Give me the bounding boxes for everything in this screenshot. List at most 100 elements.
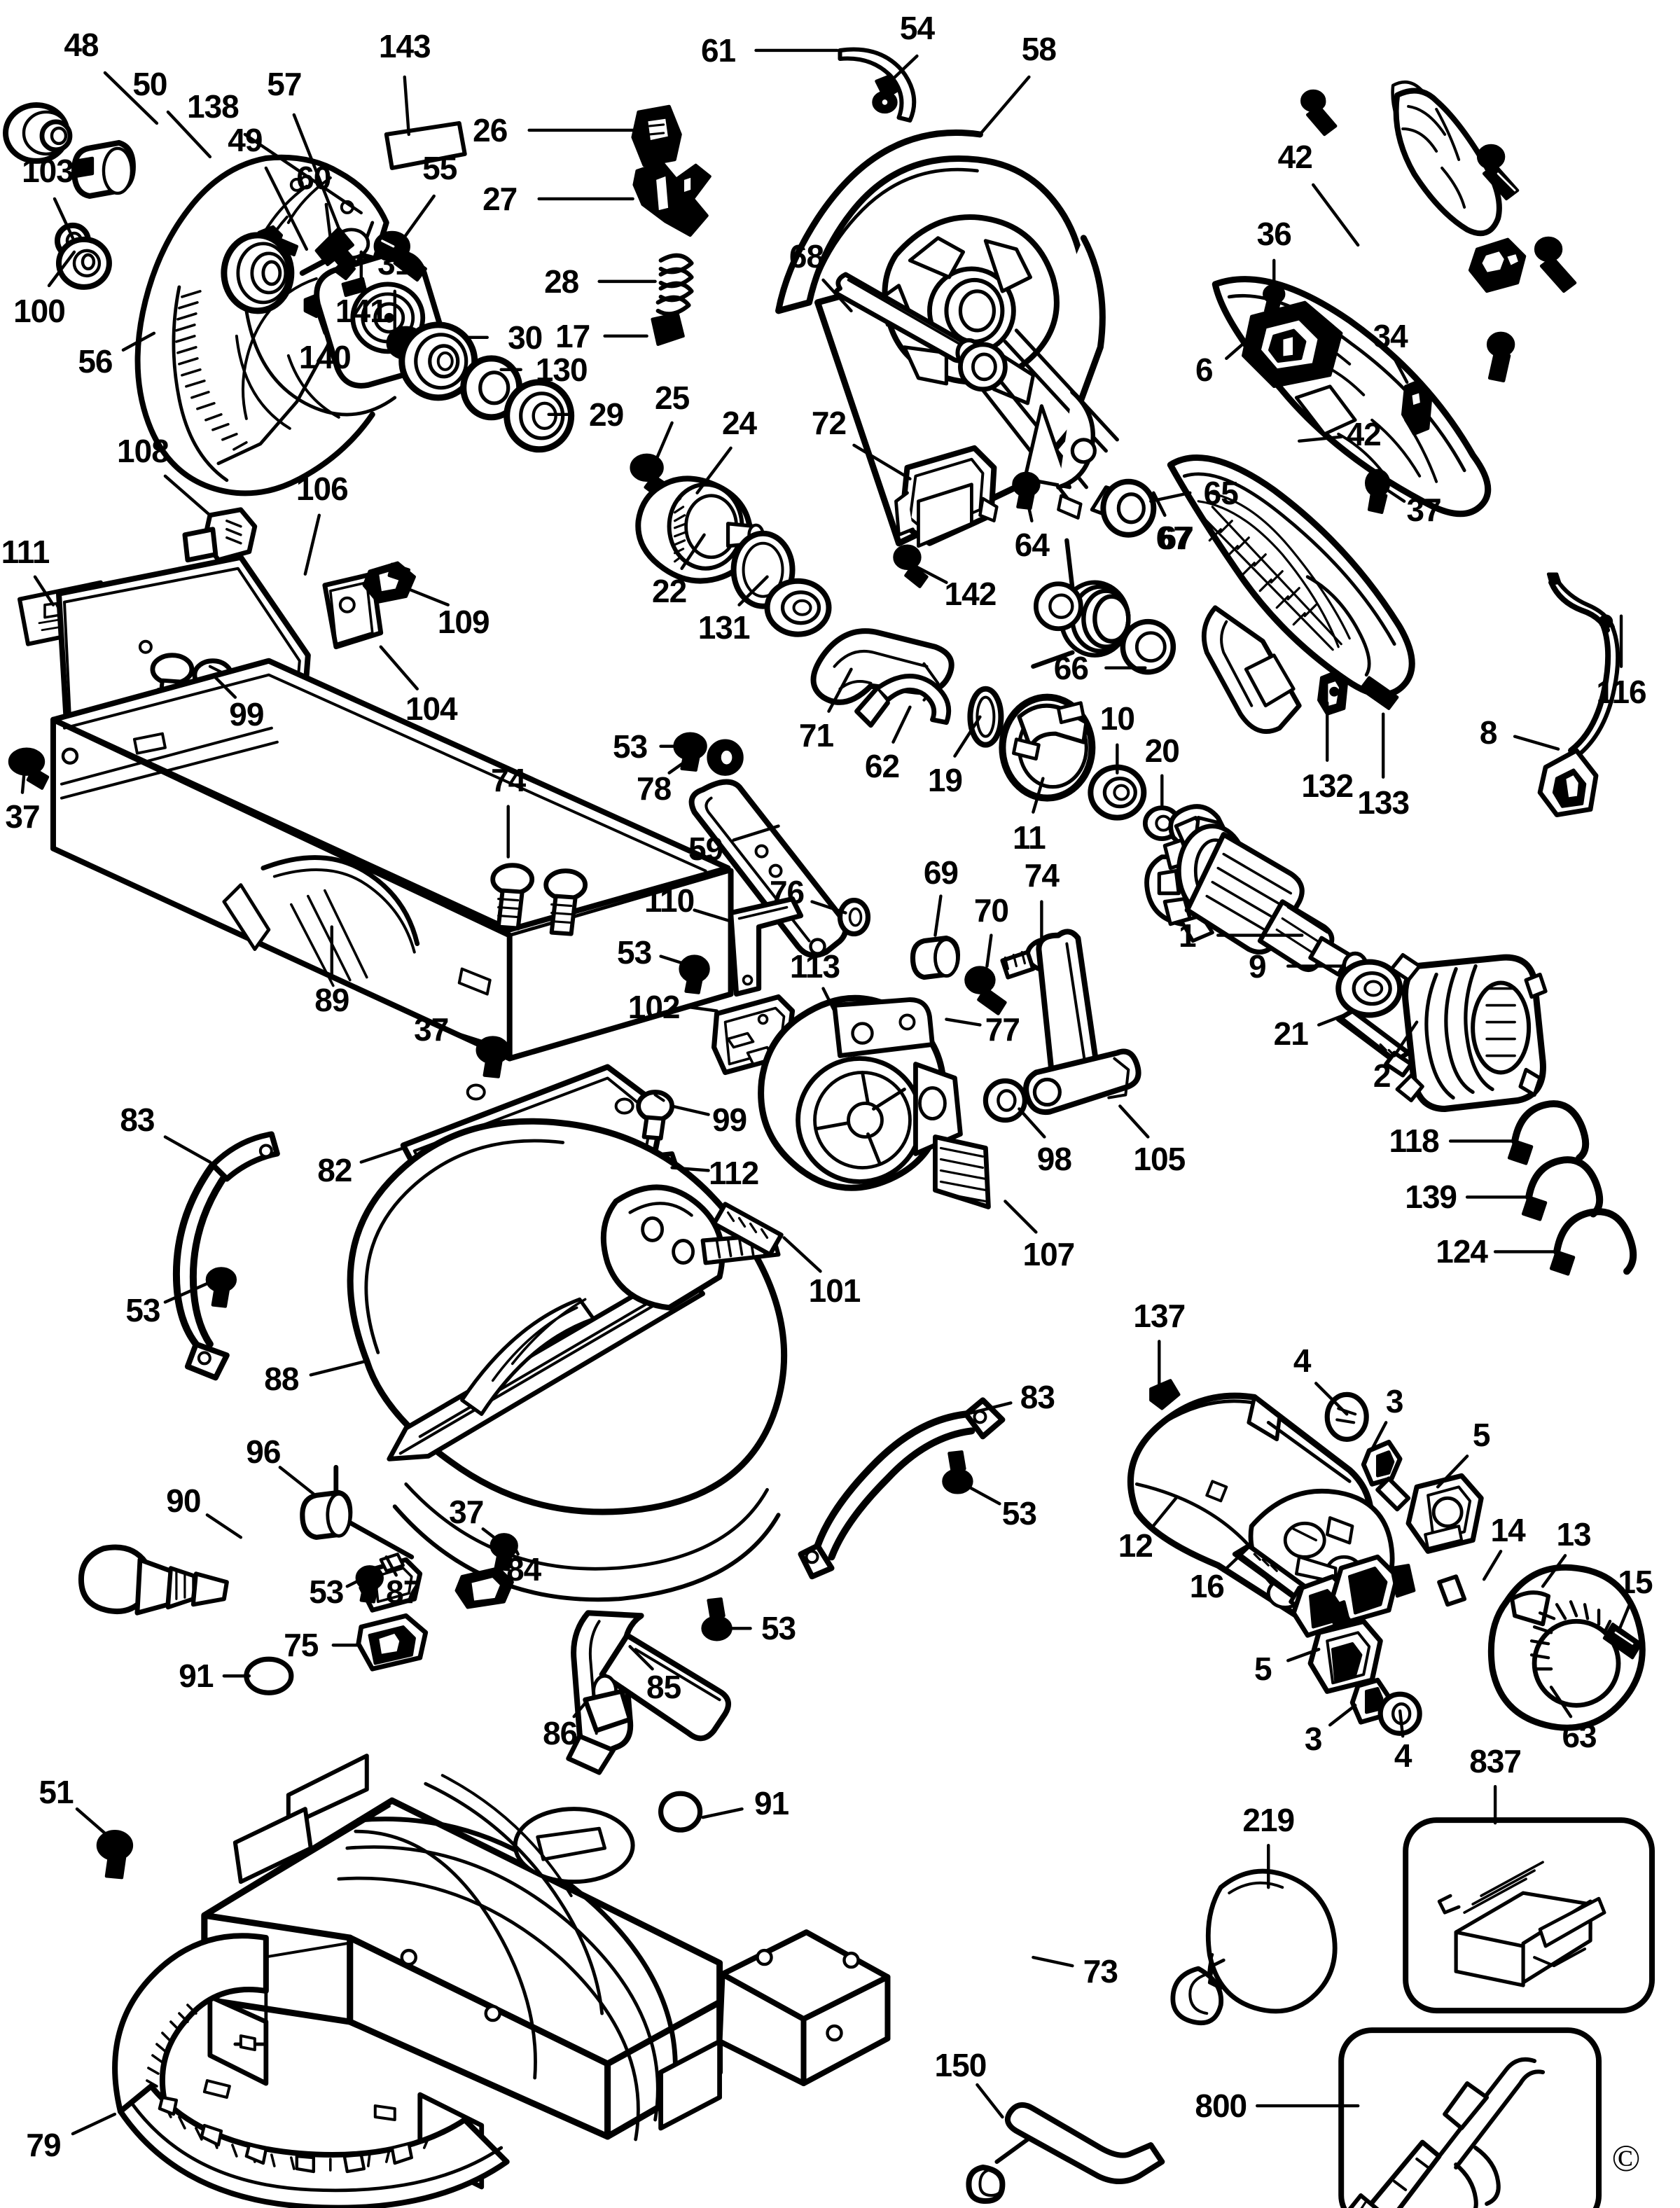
part-139-spring-clip xyxy=(1521,1156,1604,1221)
callout-85: 85 xyxy=(646,1669,681,1706)
callout-28: 28 xyxy=(544,263,579,300)
leader-line-37 xyxy=(454,1032,489,1045)
part-86-block xyxy=(583,1688,633,1733)
leader-line-106 xyxy=(303,513,321,576)
callout-65: 65 xyxy=(1203,474,1239,511)
callout-116: 116 xyxy=(1596,673,1646,710)
leader-line-16 xyxy=(1222,1546,1251,1573)
part-19-oring xyxy=(967,686,1004,748)
part-53-screw-87 xyxy=(355,1565,384,1604)
part-109-clip xyxy=(362,561,416,604)
leader-line-98 xyxy=(1018,1107,1046,1139)
leader-line-55 xyxy=(400,194,436,243)
callout-100: 100 xyxy=(13,292,66,329)
callout-63: 63 xyxy=(1562,1718,1597,1755)
part-4-washer-a xyxy=(1324,1391,1369,1442)
part-90-knob xyxy=(78,1544,229,1616)
callout-67: 67 xyxy=(1155,519,1191,556)
callout-96: 96 xyxy=(246,1433,281,1471)
callout-90: 90 xyxy=(166,1483,201,1520)
part-70-screw xyxy=(964,966,1007,1015)
part-133-screw xyxy=(1359,676,1399,710)
callout-59: 59 xyxy=(688,830,723,867)
callout-131: 131 xyxy=(697,609,751,646)
callout-64: 64 xyxy=(1014,526,1050,563)
leader-line-111 xyxy=(33,575,55,606)
part-107-pivot-casting xyxy=(758,994,991,1209)
callout-219: 219 xyxy=(1242,1802,1295,1839)
leader-line-24 xyxy=(695,446,733,494)
part-3-brush-b xyxy=(1349,1677,1391,1725)
part-53-screw-arc-left xyxy=(205,1267,237,1308)
part-47-screw-upper xyxy=(1476,144,1520,201)
part-1-armature xyxy=(1144,804,1368,981)
leader-line-58 xyxy=(978,75,1031,137)
leader-line-100 xyxy=(47,250,76,288)
part-61-gasket xyxy=(838,47,917,123)
leader-line-105 xyxy=(1118,1104,1150,1139)
callout-55: 55 xyxy=(422,149,457,186)
leader-line-5 xyxy=(1436,1454,1469,1489)
part-78-washer xyxy=(707,739,744,776)
callout-130: 130 xyxy=(535,351,588,388)
callout-140: 140 xyxy=(298,338,352,375)
part-104-block xyxy=(322,571,384,650)
callout-31: 31 xyxy=(377,244,412,282)
callout-69: 69 xyxy=(923,854,959,891)
callout-56: 56 xyxy=(78,342,113,380)
callout-109: 109 xyxy=(437,603,490,640)
callout-57: 57 xyxy=(267,65,302,102)
leader-line-104 xyxy=(379,645,419,690)
callout-53: 53 xyxy=(613,728,648,765)
callout-800: 800 xyxy=(1195,2088,1247,2125)
leader-line-96 xyxy=(278,1466,316,1496)
callout-72: 72 xyxy=(811,404,847,441)
leader-line-79 xyxy=(71,2112,117,2136)
part-59-link-arm xyxy=(688,779,849,959)
callout-5: 5 xyxy=(1254,1651,1272,1688)
part-10-bearing xyxy=(1088,764,1147,821)
leader-line-37 xyxy=(481,1527,503,1545)
callout-133: 133 xyxy=(1357,784,1410,821)
leader-line-87 xyxy=(384,1555,398,1577)
part-17-key xyxy=(651,312,685,347)
part-98-washer xyxy=(983,1078,1027,1123)
callout-139: 139 xyxy=(1405,1179,1457,1216)
part-26-block xyxy=(631,104,682,167)
leader-line-3 xyxy=(1370,1421,1388,1451)
part-53-screw-arc-right xyxy=(942,1450,973,1494)
leader-line-64 xyxy=(1025,494,1034,522)
part-124-spring-clip xyxy=(1549,1208,1637,1276)
callout-2: 2 xyxy=(1373,1057,1391,1094)
callout-53: 53 xyxy=(761,1610,796,1647)
callout-42: 42 xyxy=(1277,138,1313,175)
leader-line-109 xyxy=(404,586,450,606)
leader-line-37 xyxy=(1381,485,1406,503)
leader-line-6 xyxy=(1225,327,1262,361)
part-73-base xyxy=(201,1754,891,2190)
part-74-screws-right xyxy=(490,863,588,936)
part-50-collar xyxy=(71,139,136,199)
part-34-clip xyxy=(1401,379,1433,436)
callout-137: 137 xyxy=(1133,1298,1186,1335)
leader-line-101 xyxy=(782,1236,822,1273)
callout-111: 111 xyxy=(1,533,50,570)
callout-82: 82 xyxy=(317,1152,352,1189)
leader-line-56 xyxy=(121,331,156,352)
leader-line-69 xyxy=(933,894,943,937)
part-37-screw-handle xyxy=(1364,468,1391,514)
leader-line-62 xyxy=(891,705,912,744)
part-14-brush-parts xyxy=(1291,1554,1467,1638)
part-13-gear-case xyxy=(1487,1564,1646,1731)
callout-105: 105 xyxy=(1133,1141,1186,1178)
leader-line-110 xyxy=(693,908,733,923)
leader-line-25 xyxy=(653,421,674,464)
callout-11: 11 xyxy=(1013,819,1046,856)
callout-37: 37 xyxy=(1406,491,1442,528)
leader-line-53 xyxy=(659,954,693,968)
part-91-cap-lower xyxy=(658,1791,703,1833)
callout-89: 89 xyxy=(314,981,349,1018)
part-101-bolt xyxy=(711,1202,784,1257)
callout-71: 71 xyxy=(798,716,834,754)
leader-line-138 xyxy=(243,132,363,215)
